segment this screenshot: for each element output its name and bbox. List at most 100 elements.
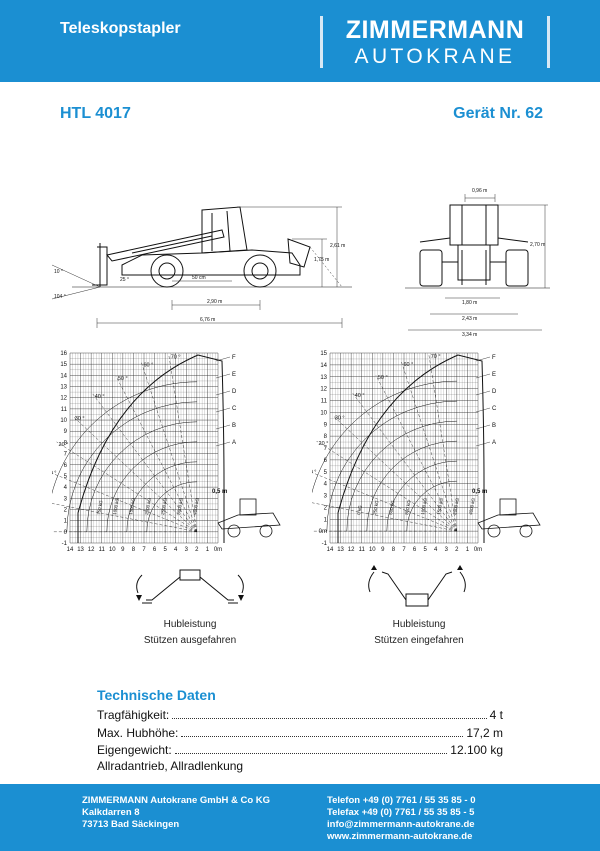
- curve-letter: D: [492, 389, 497, 395]
- curve-leader: [475, 441, 491, 447]
- boom-arc: [66, 401, 197, 532]
- x-tick-label: 5: [423, 547, 427, 553]
- angle-label: 70 °: [431, 354, 441, 360]
- angle-label: 10 °: [312, 470, 316, 476]
- x-tick-label: 11: [359, 547, 366, 553]
- spec-label: Eigengewicht:: [97, 743, 172, 757]
- y-tick-label: 9: [324, 422, 328, 428]
- side-dim-height-total: 2,61 m: [330, 243, 345, 249]
- y-tick-label: -1: [322, 541, 328, 547]
- y-tick-label: 5: [324, 470, 328, 476]
- y-tick-label: 7: [324, 446, 328, 452]
- caption-right-line2: Stützen eingefahren: [374, 635, 464, 646]
- curve-leader: [215, 424, 231, 430]
- x-tick-label: 1: [466, 547, 470, 553]
- y-tick-label: 8: [324, 434, 328, 440]
- y-tick-label: 11: [61, 407, 68, 413]
- spec-value: 4 t: [489, 708, 503, 722]
- x-tick-label: 0m: [214, 547, 222, 553]
- curve-leader: [215, 407, 231, 413]
- x-tick-label: 3: [185, 547, 189, 553]
- spec-row-capacity: Tragfähigkeit: 4 t: [97, 706, 503, 722]
- load-label: 1500 kG: [128, 497, 136, 515]
- y-tick-label: 13: [60, 385, 67, 391]
- y-tick-label: 2: [324, 505, 328, 511]
- curve-leader: [475, 356, 491, 362]
- y-tick-label: 3: [324, 494, 328, 500]
- curve-leader: [215, 373, 231, 379]
- curve-letter: E: [232, 372, 236, 378]
- angle-label: 40 °: [355, 393, 365, 399]
- x-tick-label: 13: [77, 547, 84, 553]
- x-tick-label: 7: [402, 547, 406, 553]
- boom-arc: [106, 441, 197, 532]
- load-label: 0 kG: [356, 504, 363, 515]
- boom-arc: [366, 440, 457, 532]
- y-tick-label: 5: [64, 474, 68, 480]
- side-view-drawing: 10 ° 104 ° 25 ° 50 cm 2,90 m 6,76 m 1,75…: [52, 206, 352, 328]
- y-tick-label: -1: [62, 541, 68, 547]
- machine-silhouette: [217, 498, 281, 538]
- angle-label: 60 °: [403, 362, 413, 368]
- boom-arc: [52, 381, 197, 494]
- logo-sub-text: AUTOKRANE: [354, 45, 516, 68]
- spec-leader-dots: [172, 718, 487, 719]
- front-view-drawing: 0,96 m 2,70 m 1,80 m 2,43 m 3,34 m: [405, 188, 550, 338]
- x-tick-label: 5: [163, 547, 167, 553]
- y-tick-label: 13: [320, 375, 327, 381]
- tech-title: Technische Daten: [97, 687, 216, 703]
- boom-arc: [312, 380, 457, 494]
- curve-leader: [215, 441, 231, 447]
- angle-ray: [168, 354, 198, 532]
- caption-right-line1: Hubleistung: [392, 619, 446, 630]
- load-label: 3000 kG: [176, 497, 184, 515]
- boom-arc: [126, 461, 197, 532]
- spec-leader-dots: [174, 753, 448, 754]
- side-dim-angle-down: 104 °: [54, 294, 66, 300]
- x-tick-label: 4: [174, 547, 178, 553]
- angle-ray: [52, 503, 197, 533]
- curve-letter: B: [232, 423, 236, 429]
- boom-arc: [326, 400, 457, 532]
- angle-label: 30 °: [75, 416, 85, 422]
- spec-value: 12.100 kg: [450, 743, 503, 757]
- y-tick-label: 7: [64, 452, 68, 458]
- boom-arc: [146, 481, 197, 532]
- load-label: 4000 kG: [192, 497, 200, 515]
- front-dim-track: 1,80 m: [462, 300, 477, 306]
- x-tick-label: 13: [337, 547, 344, 553]
- footer-email[interactable]: info@zimmermann-autokrane.de: [327, 819, 475, 830]
- boom-arc: [86, 421, 197, 532]
- y-tick-label: 16: [60, 351, 67, 357]
- angle-label: 10 °: [52, 470, 56, 476]
- angle-label: 50 °: [378, 375, 388, 381]
- angle-ray: [312, 502, 457, 532]
- load-label: 2500 kG: [160, 497, 168, 515]
- angle-ray: [56, 441, 197, 532]
- spec-drive-info: Allradantrieb, Allradlenkung: [97, 759, 244, 773]
- curve-leader: [215, 390, 231, 396]
- side-dim-height-cab: 1,75 m: [314, 257, 329, 263]
- load-label: 800 kG: [404, 500, 412, 516]
- load-label: 4000 kG: [468, 497, 476, 515]
- chart-grid: [69, 352, 219, 544]
- spec-row-lift-height: Max. Hubhöhe: 17,2 m: [97, 724, 503, 740]
- load-label: 250 kG: [372, 500, 380, 516]
- load-label: 1000 kG: [420, 497, 428, 515]
- curve-leader: [475, 373, 491, 379]
- curve-letter: A: [492, 440, 496, 446]
- y-tick-label: 10: [320, 410, 327, 416]
- curve-leader: [475, 390, 491, 396]
- y-tick-label: 4: [64, 485, 68, 491]
- side-dim-clearance: 50 cm: [192, 275, 206, 281]
- angle-ray: [115, 375, 198, 532]
- y-tick-label: 15: [320, 351, 327, 357]
- footer-web[interactable]: www.zimmermann-autokrane.de: [327, 831, 473, 842]
- y-tick-label: 1: [64, 519, 68, 525]
- dim-label: 0,5 m: [472, 489, 487, 495]
- footer-fax: Telefax +49 (0) 7761 / 55 35 85 - 5: [327, 807, 475, 818]
- angle-label: 30 °: [335, 415, 345, 421]
- side-dim-length: 6,76 m: [200, 317, 215, 323]
- boom-arc: [406, 480, 457, 532]
